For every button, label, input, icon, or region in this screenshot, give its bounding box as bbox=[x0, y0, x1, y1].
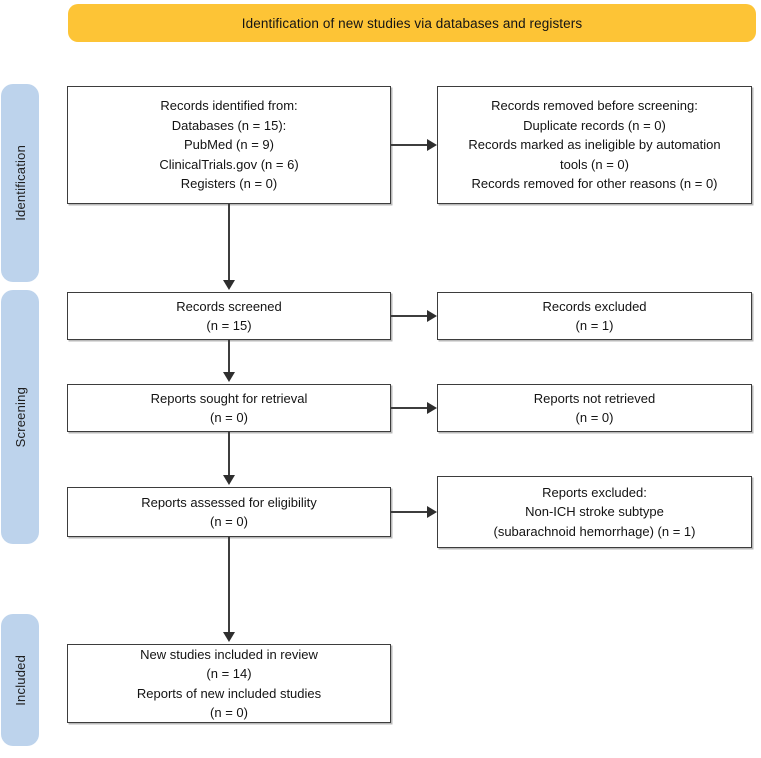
arrowhead-right-to-excluded bbox=[427, 310, 437, 322]
stage-bar-included: Included bbox=[1, 614, 39, 746]
connector-assessed-to-included bbox=[228, 537, 230, 632]
node-reports-not-retrieved-text: Reports not retrieved (n = 0) bbox=[533, 390, 656, 426]
connector-sought-to-assessed bbox=[228, 432, 230, 475]
connector-screened-to-sought bbox=[228, 340, 230, 372]
node-reports-sought-text: Reports sought for retrieval (n = 0) bbox=[150, 390, 308, 426]
arrowhead-right-to-not-retrieved bbox=[427, 402, 437, 414]
diagram-title: Identification of new studies via databa… bbox=[241, 15, 583, 31]
connector-screened-to-excluded bbox=[391, 315, 427, 317]
node-new-studies-included: New studies included in review (n = 14) … bbox=[67, 644, 391, 723]
node-new-studies-included-text: New studies included in review (n = 14) … bbox=[136, 646, 322, 721]
diagram-header-banner: Identification of new studies via databa… bbox=[68, 4, 756, 42]
connector-assessed-to-reports-excluded bbox=[391, 511, 427, 513]
node-records-identified: Records identified from: Databases (n = … bbox=[67, 86, 391, 204]
stage-bar-screening: Screening bbox=[1, 290, 39, 544]
node-records-excluded: Records excluded (n = 1) bbox=[437, 292, 752, 340]
arrowhead-down-to-included bbox=[223, 632, 235, 642]
node-reports-assessed-text: Reports assessed for eligibility (n = 0) bbox=[141, 494, 317, 530]
arrowhead-down-to-assessed bbox=[223, 475, 235, 485]
node-records-removed-before-screening: Records removed before screening: Duplic… bbox=[437, 86, 752, 204]
connector-identified-to-removed bbox=[391, 144, 427, 146]
node-reports-excluded: Reports excluded: Non-ICH stroke subtype… bbox=[437, 476, 752, 548]
node-reports-not-retrieved: Reports not retrieved (n = 0) bbox=[437, 384, 752, 432]
stage-label-screening: Screening bbox=[12, 386, 28, 448]
stage-label-identification: Identification bbox=[12, 145, 28, 221]
connector-identified-to-screened bbox=[228, 204, 230, 280]
node-records-screened: Records screened (n = 15) bbox=[67, 292, 391, 340]
connector-sought-to-not-retrieved bbox=[391, 407, 427, 409]
arrowhead-right-to-removed bbox=[427, 139, 437, 151]
arrowhead-right-to-reports-excluded bbox=[427, 506, 437, 518]
arrowhead-down-to-sought bbox=[223, 372, 235, 382]
node-reports-sought-for-retrieval: Reports sought for retrieval (n = 0) bbox=[67, 384, 391, 432]
node-reports-assessed-for-eligibility: Reports assessed for eligibility (n = 0) bbox=[67, 487, 391, 537]
node-records-removed-text: Records removed before screening: Duplic… bbox=[468, 98, 721, 192]
stage-bar-identification: Identification bbox=[1, 84, 39, 282]
arrowhead-down-to-screened bbox=[223, 280, 235, 290]
node-records-screened-text: Records screened (n = 15) bbox=[176, 298, 282, 334]
node-records-excluded-text: Records excluded (n = 1) bbox=[542, 298, 647, 334]
node-reports-excluded-text: Reports excluded: Non-ICH stroke subtype… bbox=[493, 484, 696, 539]
node-records-identified-text: Records identified from: Databases (n = … bbox=[159, 98, 299, 192]
stage-label-included: Included bbox=[12, 654, 28, 706]
